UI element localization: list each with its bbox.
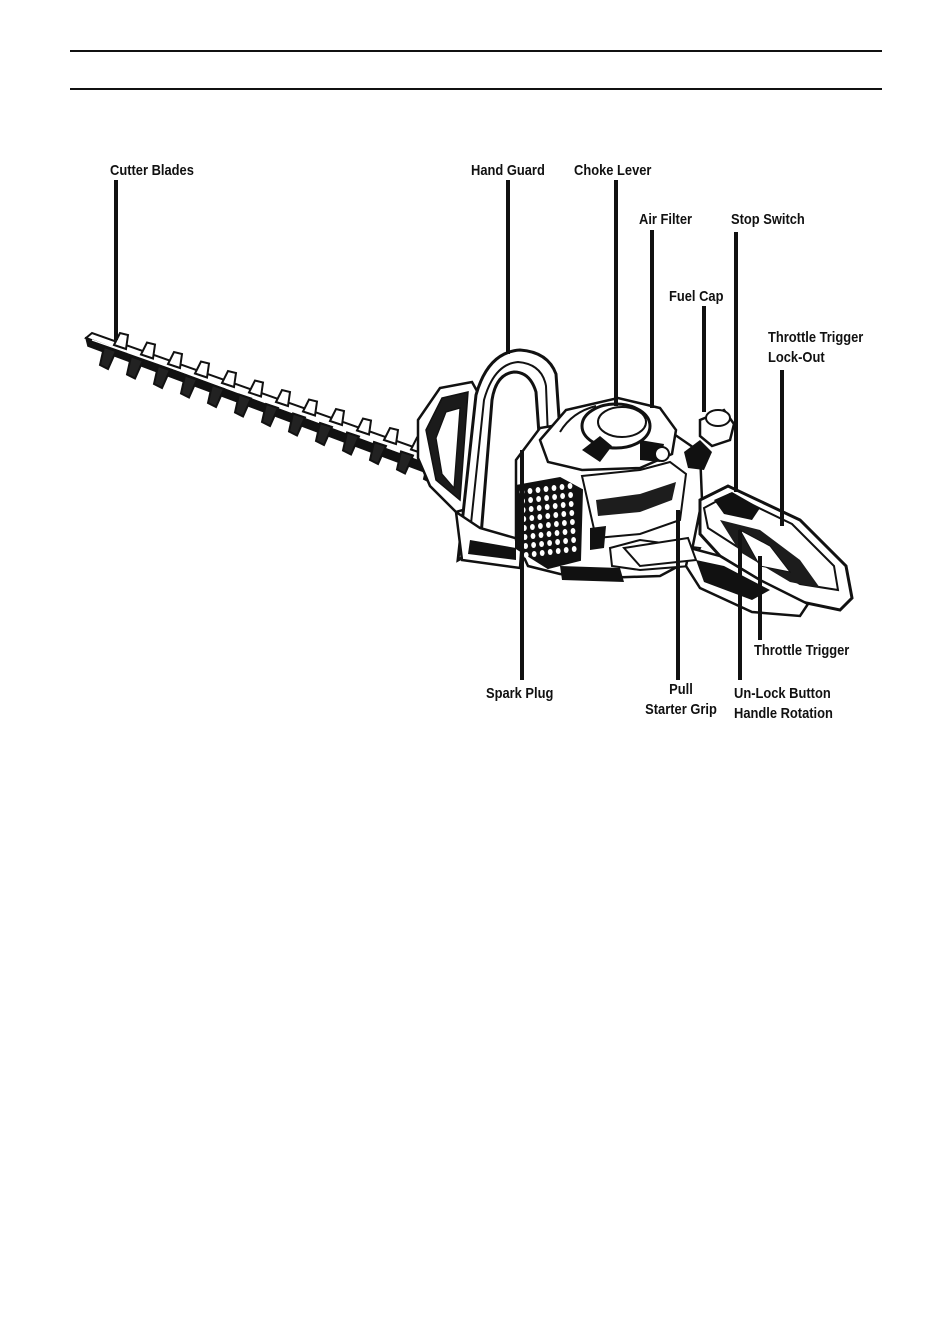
label-throttle-trigger-lockout: Throttle Trigger Lock-Out (768, 328, 863, 368)
grille-hole (570, 519, 575, 525)
grille-hole (540, 550, 545, 556)
grille-hole (571, 537, 576, 543)
grille-hole (561, 511, 566, 517)
grille-hole (528, 488, 533, 494)
upper-blade-tooth (168, 352, 182, 368)
grille-hole (544, 486, 549, 492)
grille-hole (539, 532, 544, 538)
lower-blade-tooth (235, 395, 251, 417)
label-stop-switch: Stop Switch (731, 210, 805, 230)
grille-hole (529, 506, 534, 512)
label-air-filter: Air Filter (639, 210, 692, 230)
lower-blade-tooth (100, 347, 116, 369)
grille-hole (555, 530, 560, 536)
grille-hole (552, 485, 557, 491)
label-hand-guard: Hand Guard (471, 161, 545, 181)
grille-hole (562, 520, 567, 526)
lower-blade-tooth (289, 414, 305, 436)
lower-blade-tooth (127, 357, 143, 379)
grille-hole (563, 529, 568, 535)
grille-hole (536, 496, 541, 502)
grille-hole (537, 514, 542, 520)
lower-blade-tooth (262, 404, 278, 426)
grille-hole (554, 521, 559, 527)
grille-hole (531, 533, 536, 539)
grille-hole (546, 522, 551, 528)
lower-blade-tooth (397, 452, 413, 474)
label-cutter-blades: Cutter Blades (110, 161, 194, 181)
grille-hole (553, 503, 558, 509)
grille-hole (524, 552, 529, 558)
label-throttle-trigger: Throttle Trigger (754, 641, 849, 661)
upper-blade-tooth (303, 400, 317, 416)
grille-hole (545, 513, 550, 519)
grille-hole (552, 494, 557, 500)
grille-hole (564, 547, 569, 553)
grille-hole (536, 487, 541, 493)
grille-hole (545, 504, 550, 510)
grille-hole (556, 548, 561, 554)
grille-hole (572, 546, 577, 552)
grille-hole (548, 549, 553, 555)
grille-hole (537, 505, 542, 511)
grille-hole (563, 538, 568, 544)
label-unlock-button-handle-rotation: Un-Lock Button Handle Rotation (734, 684, 833, 724)
grille-hole (547, 531, 552, 537)
grille-hole (532, 551, 537, 557)
grille-hole (560, 493, 565, 499)
grille-hole (555, 539, 560, 545)
grille-hole (544, 495, 549, 501)
grille-hole (560, 484, 565, 490)
label-pull-starter-grip: Pull Starter Grip (639, 680, 723, 720)
upper-blade-tooth (357, 419, 371, 435)
cutter-blades-illustration (86, 333, 452, 483)
grille-hole (528, 497, 533, 503)
grille-hole (531, 542, 536, 548)
label-fuel-cap: Fuel Cap (669, 287, 723, 307)
upper-blade-tooth (249, 381, 263, 397)
grille-hole (553, 512, 558, 518)
upper-blade-tooth (141, 343, 155, 359)
grille-hole (529, 515, 534, 521)
upper-blade-tooth (195, 362, 209, 378)
lower-blade-tooth (343, 433, 359, 455)
lower-blade-tooth (316, 423, 332, 445)
grille-hole (561, 502, 566, 508)
grille-hole (571, 528, 576, 534)
upper-blade-tooth (222, 371, 236, 387)
grille-hole (568, 483, 573, 489)
lower-blade-tooth (370, 442, 386, 464)
lower-blade-tooth (181, 376, 197, 398)
label-choke-lever: Choke Lever (574, 161, 651, 181)
grille-hole (568, 492, 573, 498)
lower-blade-tooth (154, 366, 170, 388)
upper-blade-tooth (384, 428, 398, 444)
upper-blade-tooth (330, 409, 344, 425)
grille-hole (547, 540, 552, 546)
grille-hole (538, 523, 543, 529)
label-spark-plug: Spark Plug (486, 684, 553, 704)
lower-blade-tooth (208, 385, 224, 407)
grille-hole (539, 541, 544, 547)
upper-blade-tooth (276, 390, 290, 406)
grille-hole (569, 510, 574, 516)
grille-hole (530, 524, 535, 530)
grille-hole (569, 501, 574, 507)
